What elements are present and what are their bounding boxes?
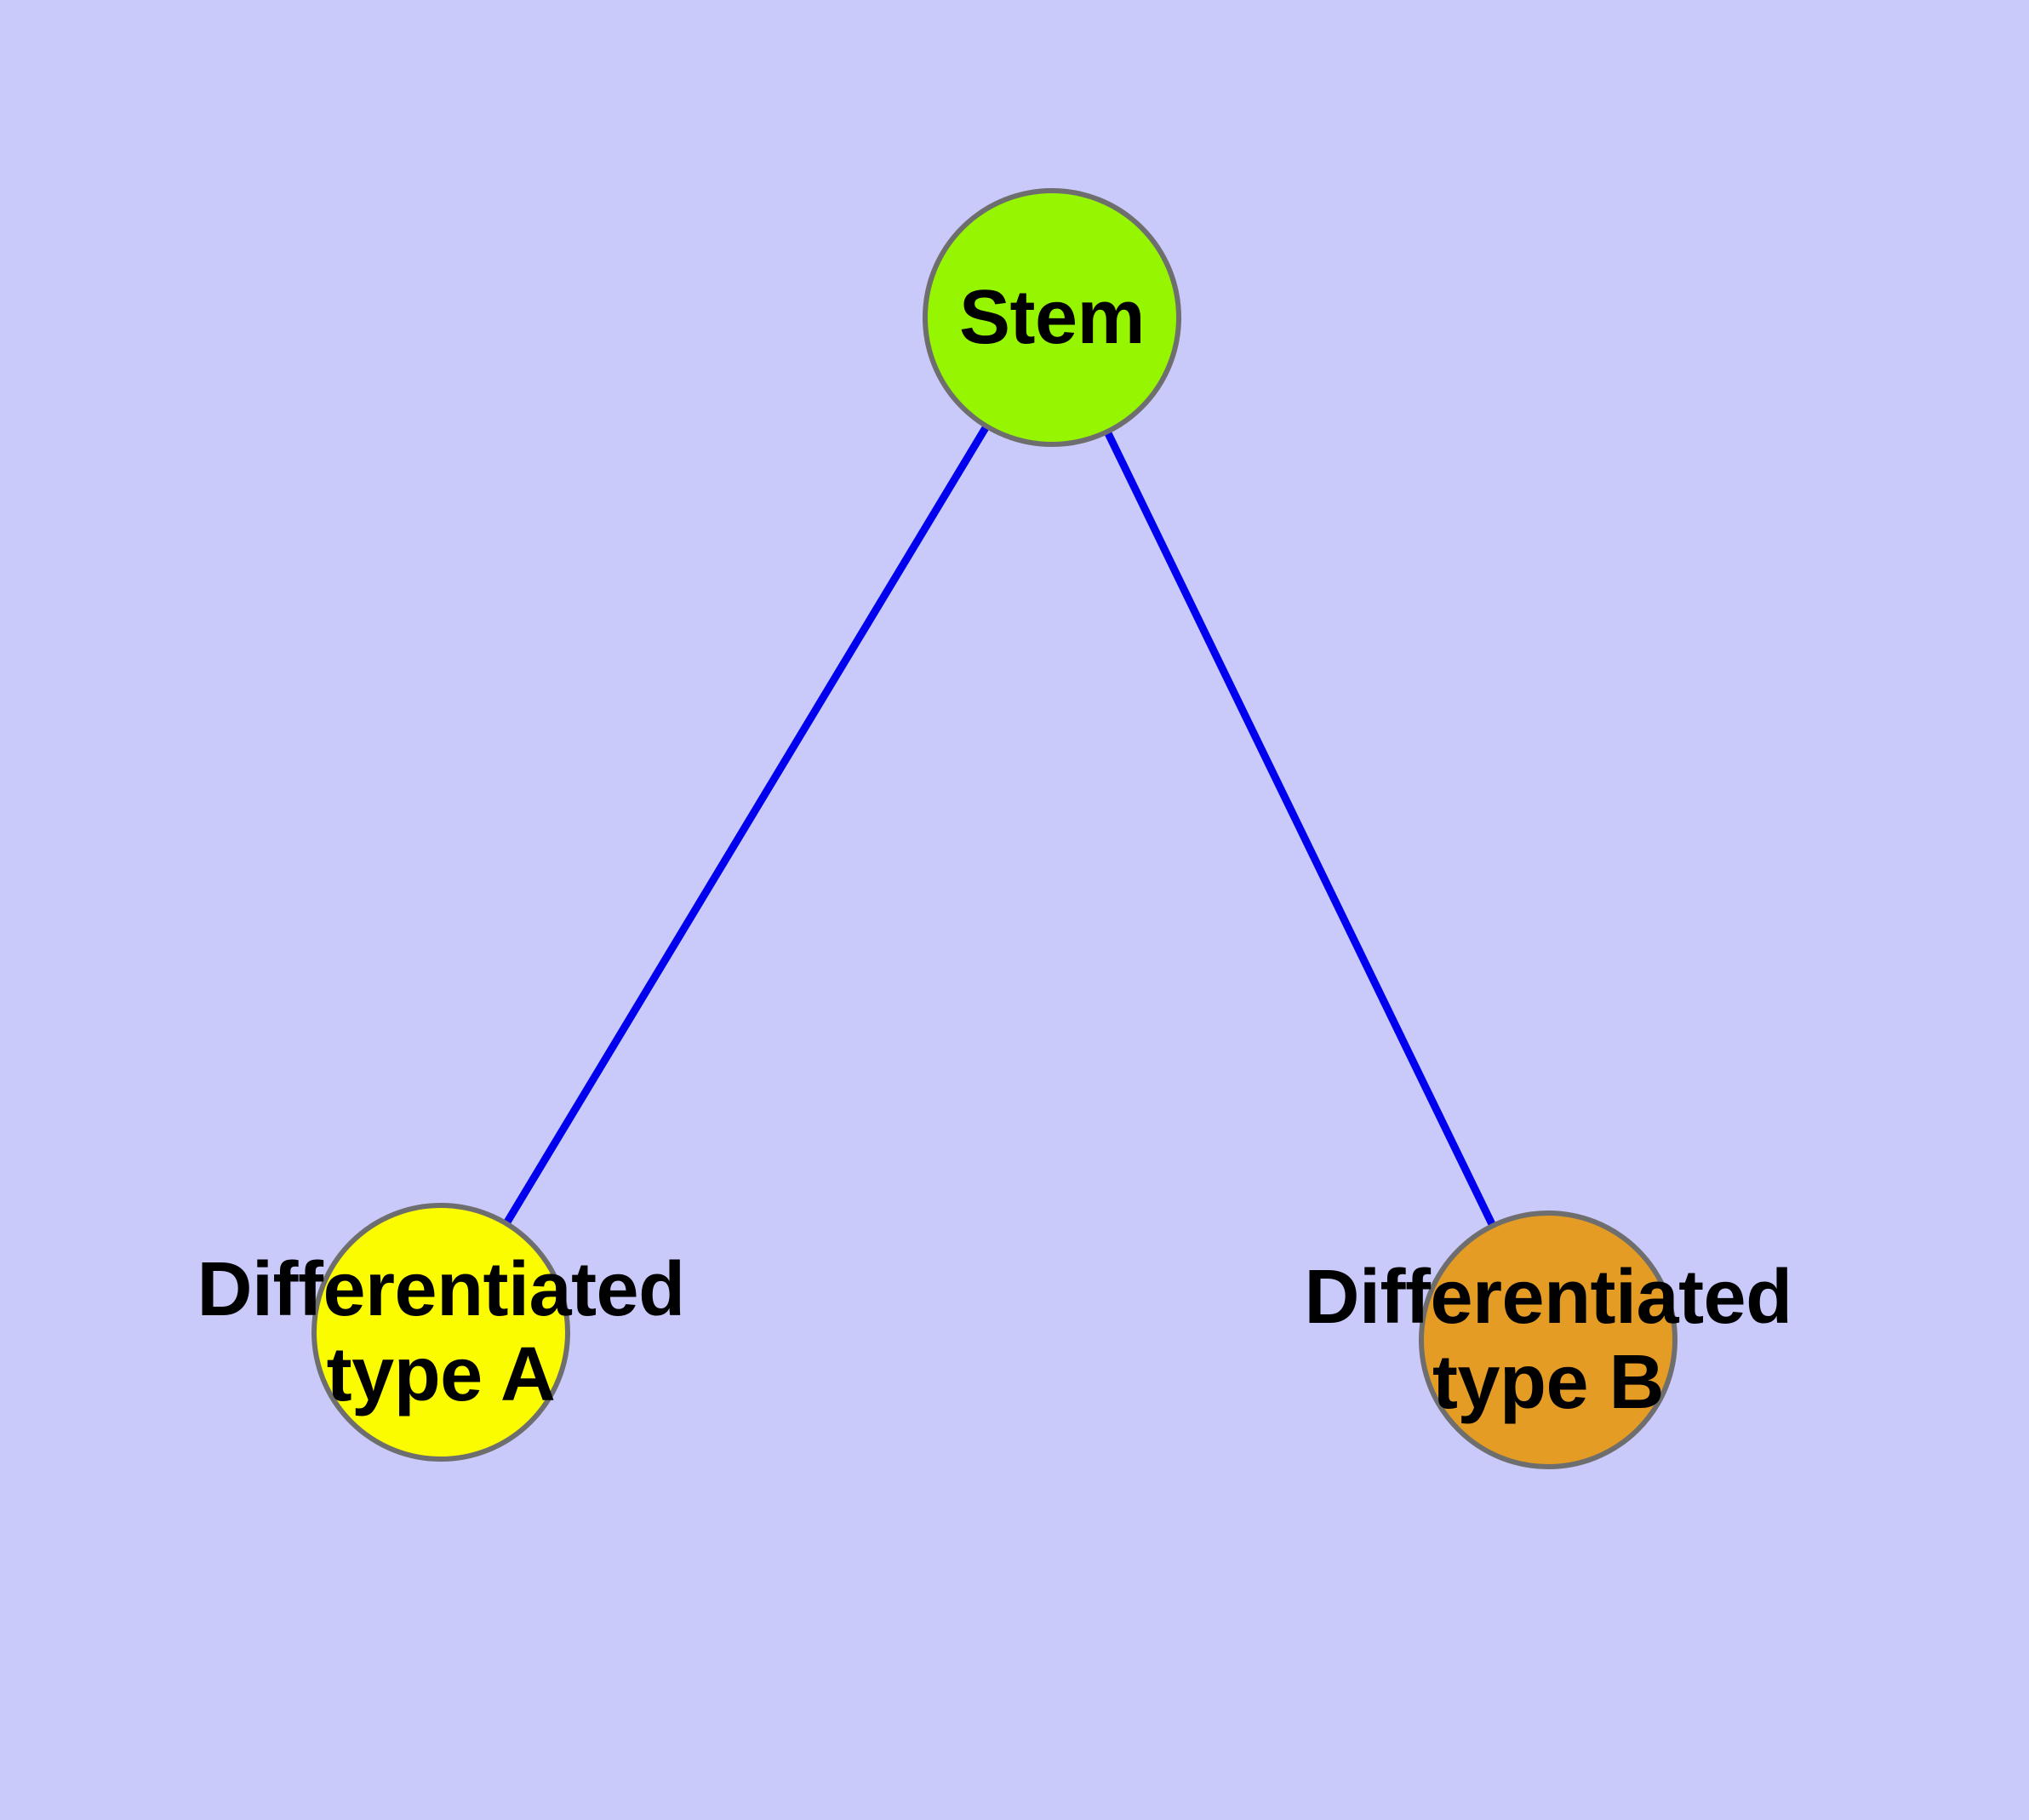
graph-node-diff_a[interactable] <box>311 1203 570 1462</box>
graph-node-stem[interactable] <box>923 188 1181 447</box>
graph-edge[interactable] <box>437 315 1055 1335</box>
graph-edge[interactable] <box>1048 316 1552 1342</box>
node-layer <box>311 188 1677 1469</box>
graph-node-diff_b[interactable] <box>1419 1210 1677 1469</box>
edge-layer <box>437 315 1552 1342</box>
